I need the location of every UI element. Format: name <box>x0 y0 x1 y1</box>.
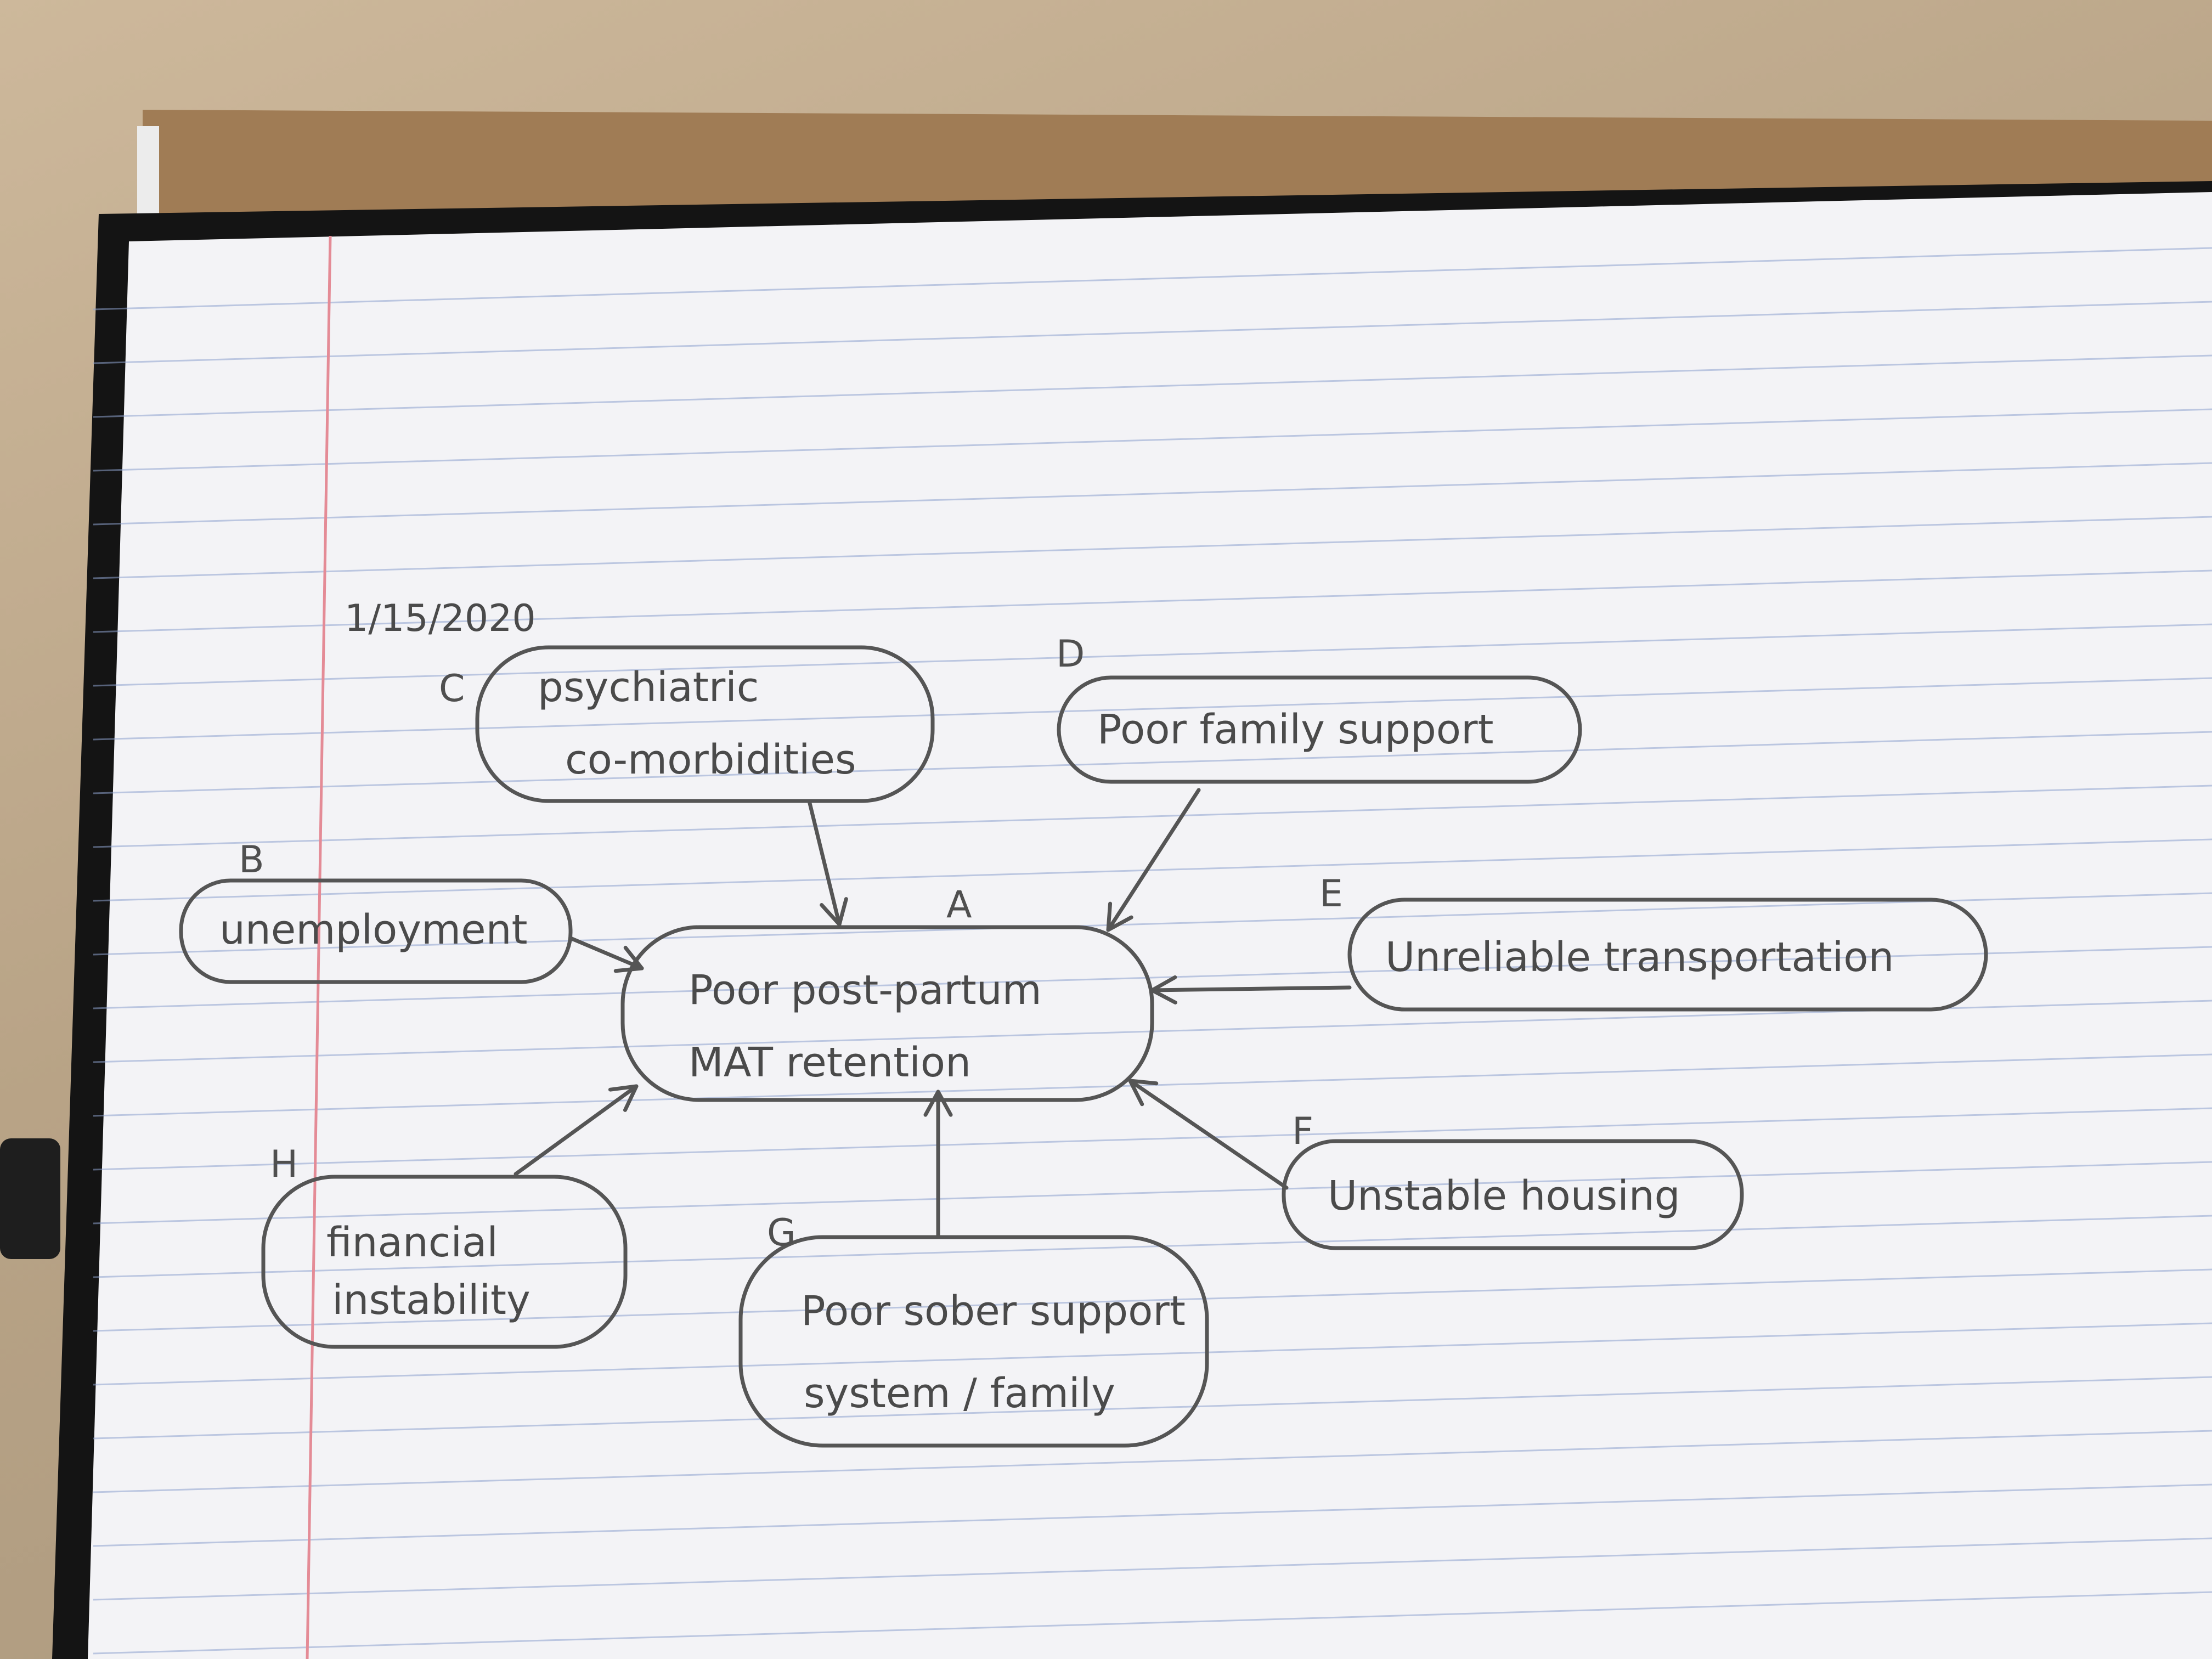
node-A-line-1: Poor post-partum <box>689 967 1042 1014</box>
arrowhead <box>608 1084 639 1112</box>
edge-C-to-A <box>807 799 848 927</box>
rule-line <box>93 1376 2212 1440</box>
node-E-line-1: Unreliable transportation <box>1385 934 1894 981</box>
rule-line <box>93 1430 2212 1493</box>
node-B: B unemployment <box>179 838 573 984</box>
date-label: 1/15/2020 <box>345 597 536 640</box>
node-D-box <box>1057 675 1582 784</box>
edge-F-to-A <box>1128 1079 1289 1190</box>
edge-line <box>568 936 644 970</box>
node-G-line-1: Poor sober support <box>801 1288 1186 1335</box>
node-G-line-2: system / family <box>804 1370 1115 1417</box>
node-H-line-2: instability <box>332 1277 531 1324</box>
rule-line <box>93 462 2212 526</box>
rule-line <box>93 1161 2212 1224</box>
margin-line <box>306 235 332 1659</box>
node-C: C psychiatric co-morbidities <box>439 645 935 803</box>
arrowhead <box>1128 1079 1159 1107</box>
node-C-letter: C <box>439 667 465 710</box>
node-D: D Poor family support <box>1056 633 1582 784</box>
node-H-line-1: financial <box>326 1219 498 1266</box>
edge-line <box>807 799 842 927</box>
rule-line <box>93 892 2212 956</box>
rule-line <box>93 1268 2212 1332</box>
rule-line <box>93 1107 2212 1171</box>
node-B-line-1: unemployment <box>219 906 528 953</box>
node-B-letter: B <box>239 838 264 882</box>
node-E: E Unreliable transportation <box>1319 872 1988 1012</box>
node-F-line-1: Unstable housing <box>1328 1172 1680 1220</box>
rule-line <box>93 354 2212 418</box>
node-E-box <box>1347 898 1988 1012</box>
node-A: A Poor post-partum MAT retention <box>620 883 1154 1102</box>
rule-line <box>93 1215 2212 1278</box>
rule-line <box>93 1322 2212 1386</box>
node-C-box <box>475 645 935 803</box>
edge-G-to-A <box>923 1090 953 1239</box>
node-A-box <box>620 925 1154 1102</box>
rule-line <box>93 731 2212 794</box>
node-G: G Poor sober support system / family <box>738 1211 1209 1448</box>
edge-line <box>514 1084 639 1176</box>
rule-line <box>93 247 2212 311</box>
node-A-line-2: MAT retention <box>689 1039 971 1086</box>
node-H-letter: H <box>270 1143 298 1186</box>
node-C-line-2: co-morbidities <box>565 736 856 783</box>
binder-clip <box>0 1138 60 1259</box>
edge-line <box>1106 788 1201 932</box>
diagram-edges <box>514 788 1352 1239</box>
rule-line <box>93 1053 2212 1117</box>
edge-D-to-A <box>1106 788 1201 932</box>
rule-line <box>93 838 2212 902</box>
rule-line <box>93 1537 2212 1601</box>
arrowhead <box>820 897 848 927</box>
node-D-line-1: Poor family support <box>1097 706 1494 753</box>
node-G-box <box>738 1235 1209 1448</box>
edge-line <box>1150 985 1352 992</box>
node-D-letter: D <box>1056 633 1085 676</box>
arrowhead <box>613 945 644 973</box>
rule-line <box>93 516 2212 579</box>
node-C-line-1: psychiatric <box>538 664 759 711</box>
node-G-letter: G <box>767 1211 796 1255</box>
node-F-box <box>1282 1139 1744 1250</box>
rule-line <box>93 1591 2212 1655</box>
node-A-letter: A <box>946 883 972 927</box>
edge-line <box>1128 1079 1289 1190</box>
rule-line <box>93 301 2212 364</box>
node-H-box <box>261 1175 628 1349</box>
node-F-letter: F <box>1292 1110 1313 1153</box>
rule-line <box>93 946 2212 1009</box>
rule-line <box>93 677 2212 741</box>
rule-line <box>93 569 2212 633</box>
node-H: H financial instability <box>261 1143 628 1349</box>
rule-line <box>93 408 2212 472</box>
edge-H-to-A <box>514 1084 639 1176</box>
node-E-letter: E <box>1319 872 1343 916</box>
arrowhead <box>1106 901 1133 932</box>
node-B-box <box>179 878 573 984</box>
rule-line <box>93 785 2212 848</box>
arrowhead <box>923 1090 953 1117</box>
notebook-paper <box>88 192 2212 1659</box>
edge-B-to-A <box>568 936 644 973</box>
rule-line <box>93 1483 2212 1547</box>
node-F: F Unstable housing <box>1282 1110 1744 1250</box>
rule-line <box>93 623 2212 687</box>
